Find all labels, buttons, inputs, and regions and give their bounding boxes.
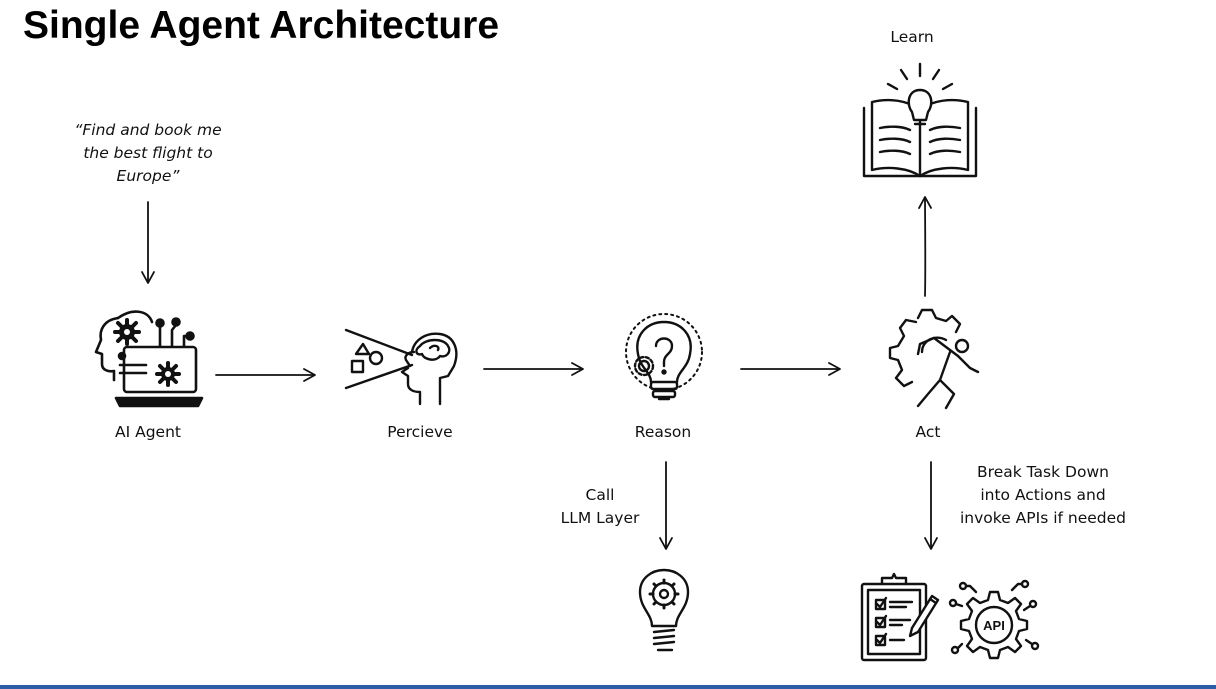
actions-label-line: invoke APIs if needed	[960, 509, 1126, 527]
actions-label: Break Task Down into Actions and invoke …	[943, 461, 1143, 530]
actions-label-line: into Actions and	[980, 486, 1106, 504]
learn-label: Learn	[890, 28, 934, 46]
llm-label: Call LLM Layer	[540, 484, 660, 530]
api-gear-icon	[948, 579, 1040, 660]
reason-label: Reason	[634, 423, 692, 441]
llm-label-line: Call	[585, 486, 615, 504]
book-lightbulb-icon	[862, 62, 978, 178]
act-label: Act	[915, 423, 941, 441]
clipboard-checklist-icon	[860, 572, 940, 662]
llm-label-line: LLM Layer	[560, 509, 640, 527]
api-label: API	[983, 618, 1005, 633]
prompt-line: the best flight to	[83, 144, 213, 162]
actions-label-line: Break Task Down	[977, 463, 1109, 481]
gear-runner-icon	[888, 308, 980, 410]
perceive-head-icon	[344, 328, 458, 406]
page-title: Single Agent Architecture	[23, 4, 500, 47]
footer-bar	[0, 685, 1216, 689]
prompt-line: Europe”	[116, 167, 180, 185]
prompt-text: “Find and book me the best flight to Eur…	[48, 119, 248, 188]
agent-label: AI Agent	[115, 423, 181, 441]
lightbulb-question-icon	[625, 313, 703, 401]
lightbulb-gear-icon	[638, 568, 690, 652]
ai-agent-icon	[94, 310, 204, 408]
perceive-label: Percieve	[387, 423, 453, 441]
prompt-line: “Find and book me	[74, 121, 222, 139]
